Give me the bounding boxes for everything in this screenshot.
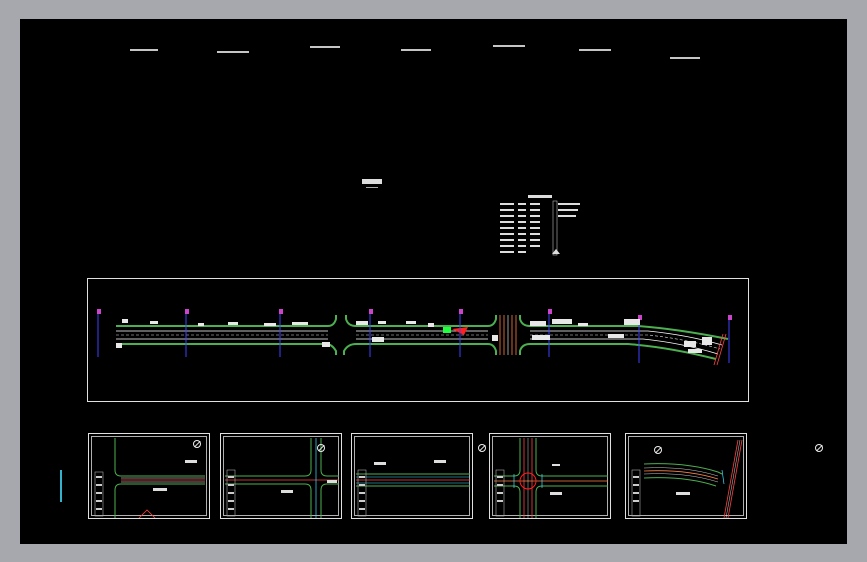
drawing-canvas[interactable]	[20, 19, 847, 544]
header-text-3	[310, 46, 340, 48]
road-plan-panel[interactable]	[87, 278, 749, 402]
viewport-edge-marker	[60, 470, 62, 502]
compass-icon	[317, 444, 325, 452]
drawing-title-block	[362, 179, 382, 191]
header-text-7	[670, 57, 700, 59]
detail-sheet-1[interactable]	[88, 433, 210, 519]
compass-icon	[478, 444, 486, 452]
header-text-2	[217, 51, 249, 53]
compass-icon	[654, 446, 662, 454]
header-text-1	[130, 49, 158, 51]
compass-icon	[815, 444, 823, 452]
detail-sheet-5[interactable]	[625, 433, 747, 519]
detail-sheet-3[interactable]	[351, 433, 473, 519]
legend-table	[500, 195, 580, 256]
compass-icon	[193, 440, 201, 448]
detail-sheet-4[interactable]	[489, 433, 611, 519]
header-text-5	[493, 45, 525, 47]
header-text-4	[401, 49, 431, 51]
road-plan-drawing	[97, 309, 732, 366]
header-text-6	[579, 49, 611, 51]
detail-sheet-2[interactable]	[220, 433, 342, 519]
